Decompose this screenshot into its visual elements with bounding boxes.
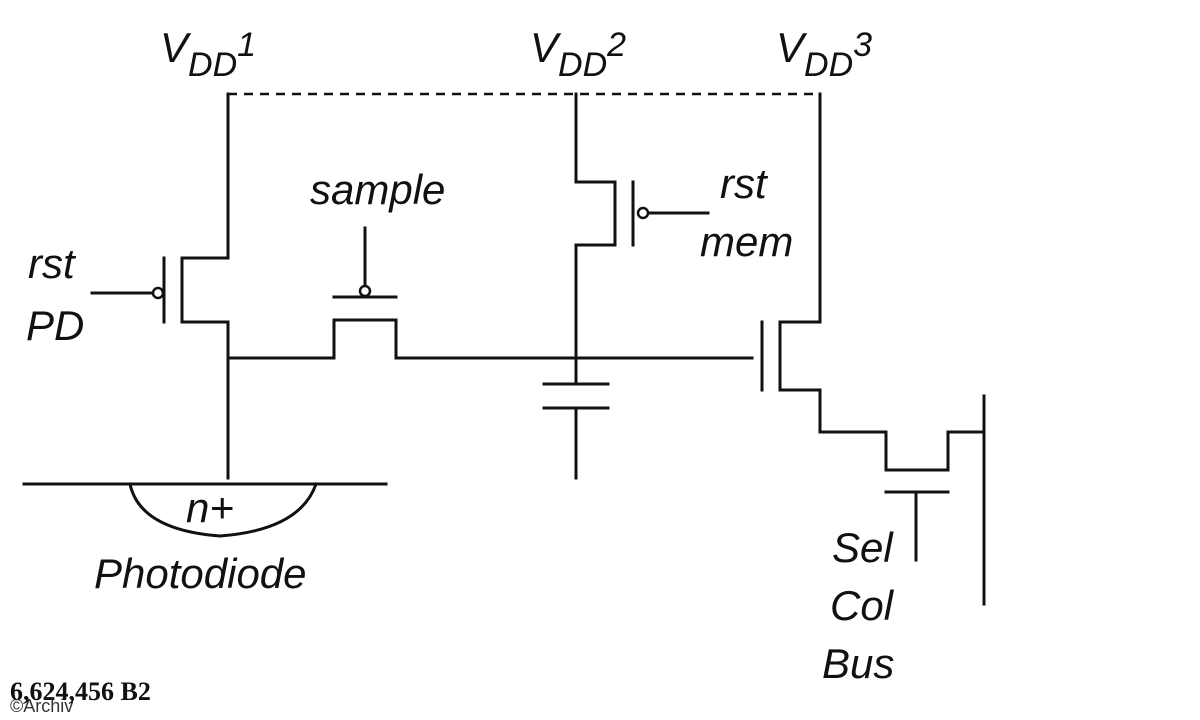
rst-mem-branch-wire bbox=[574, 92, 617, 386]
photodiode-label: Photodiode bbox=[94, 550, 307, 597]
patent-number: 6,624,456 B2 bbox=[10, 677, 151, 706]
photodiode-well bbox=[128, 482, 318, 538]
sample-node-wire bbox=[226, 318, 754, 360]
rst-mem-label-line2: mem bbox=[700, 218, 793, 265]
rst-mem-bubble bbox=[636, 206, 650, 220]
n-plus-label: n+ bbox=[186, 484, 234, 531]
vdd1-label: VDD1 bbox=[160, 24, 256, 84]
source-follower-wire bbox=[778, 92, 986, 472]
vdd3-label: VDD3 bbox=[776, 24, 872, 84]
rst-pd-label-line1: rst bbox=[28, 240, 77, 287]
sample-bubble bbox=[358, 284, 372, 298]
rst-pd-drain-wire bbox=[180, 92, 230, 260]
rst-pd-source-wire bbox=[180, 320, 230, 480]
bus-label: Bus bbox=[822, 640, 894, 687]
col-label: Col bbox=[830, 582, 895, 629]
sample-label: sample bbox=[310, 166, 445, 213]
rst-mem-label-line1: rst bbox=[720, 160, 769, 207]
sel-label: Sel bbox=[832, 524, 894, 571]
rst-pd-bubble bbox=[151, 286, 165, 300]
credit-label: ©Archiv bbox=[10, 696, 73, 716]
vdd2-label: VDD2 bbox=[530, 24, 626, 84]
rst-pd-label-line2: PD bbox=[26, 302, 84, 349]
